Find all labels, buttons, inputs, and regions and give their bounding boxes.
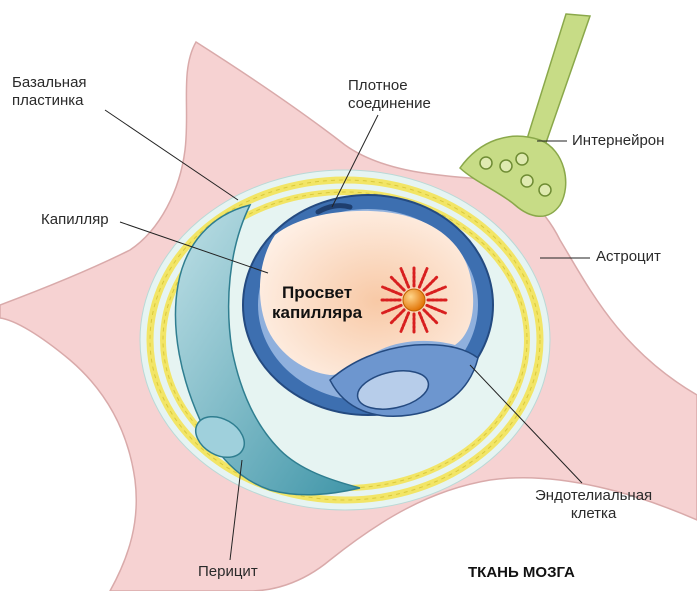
label-basal-lamina-line2: пластинка [12,92,87,110]
label-endothelial-line1: Эндотелиальная [535,487,652,505]
label-basal-lamina-line1: Базальная [12,74,87,92]
label-tight-junction-line1: Плотное [348,77,431,95]
label-pericyte: Перицит [198,563,258,581]
label-basal-lamina: Базальная пластинка [12,74,87,110]
label-lumen-line2: капилляра [272,303,362,323]
label-endothelial-cell: Эндотелиальная клетка [535,487,652,523]
label-capillary: Капилляр [41,211,109,229]
label-lumen: Просвет капилляра [272,283,362,323]
label-endothelial-line2: клетка [535,505,652,523]
label-tight-junction-line2: соединение [348,95,431,113]
label-interneuron: Интернейрон [572,132,664,150]
label-astrocyte: Астроцит [596,248,661,266]
label-lumen-line1: Просвет [272,283,362,303]
label-tight-junction: Плотное соединение [348,77,431,113]
diagram-title: ТКАНЬ МОЗГА [468,564,575,581]
